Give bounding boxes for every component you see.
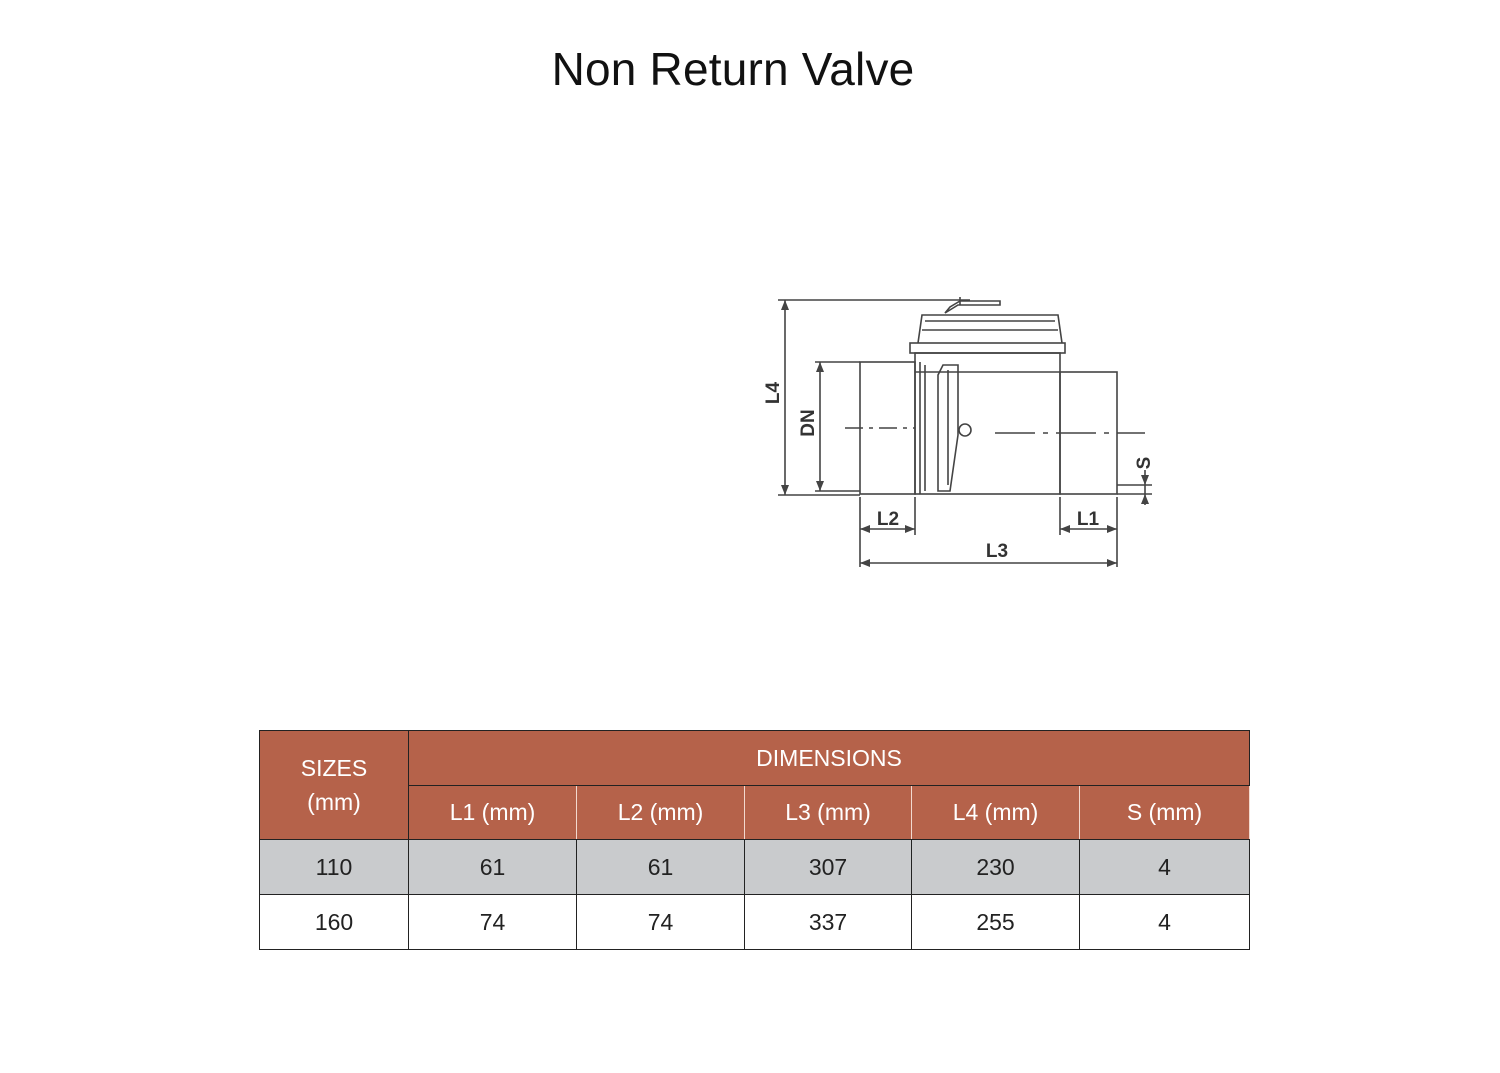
dimensions-header: DIMENSIONS [407,730,1251,786]
l4-cell: 230 [911,839,1080,895]
column-header-l1: L1 (mm) [408,785,577,840]
page-title: Non Return Valve [551,43,915,95]
l4-cell: 255 [911,894,1080,950]
column-header-s: S (mm) [1078,785,1251,840]
sizes-header: SIZES (mm) [259,730,409,840]
cover-lid [917,314,1063,344]
s-label: S [1134,457,1155,470]
valve-technical-drawing: L4 DN S L2 L1 L3 [760,285,1160,585]
table-row: 160 74 74 337 255 4 [259,894,1251,950]
cover-rim [909,342,1066,354]
column-header-l4: L4 (mm) [911,785,1080,840]
size-cell: 110 [259,839,409,895]
l3-label: L3 [986,541,1008,562]
s-cell: 4 [1078,839,1251,895]
l2-cell: 74 [576,894,745,950]
column-header-l3: L3 (mm) [744,785,912,840]
dn-label: DN [798,409,819,436]
l1-cell: 61 [408,839,577,895]
l1-cell: 74 [408,894,577,950]
valve-body [914,352,1061,495]
l1-label: L1 [1077,509,1100,530]
column-header-l2: L2 (mm) [576,785,745,840]
l2-cell: 61 [576,839,745,895]
l3-cell: 307 [744,839,912,895]
s-cell: 4 [1078,894,1251,950]
flap-hinge [958,423,972,437]
l2-label: L2 [877,509,899,530]
l3-cell: 337 [744,894,912,950]
size-cell: 160 [259,894,409,950]
valve-flap [937,364,959,492]
table-row: 110 61 61 307 230 4 [259,839,1251,895]
cover-handle [944,300,1001,314]
dimensions-table: SIZES (mm) DIMENSIONS L1 (mm) L2 (mm) L3… [259,730,1251,950]
l4-label: L4 [763,381,784,404]
